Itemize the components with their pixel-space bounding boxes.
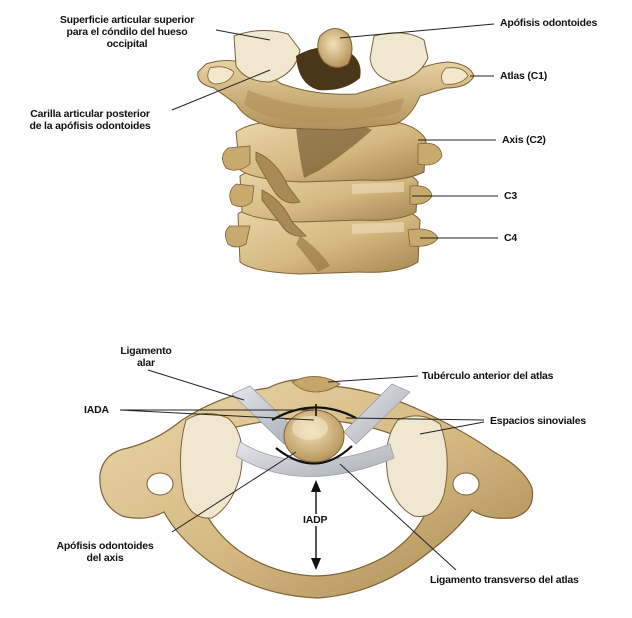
label-apofisis-odontoides: Apófisis odontoides bbox=[500, 17, 597, 29]
cervical-spine-illustration bbox=[198, 28, 474, 274]
label-superficie-articular: Superficie articular superior para el có… bbox=[32, 14, 222, 50]
label-iada: IADA bbox=[84, 404, 109, 416]
label-espacios-sinoviales: Espacios sinoviales bbox=[490, 415, 586, 427]
label-iadp: IADP bbox=[302, 514, 328, 526]
label-ligamento-alar: Ligamento alar bbox=[96, 345, 196, 369]
label-apofisis-axis: Apófisis odontoides del axis bbox=[40, 540, 170, 564]
vertebra-atlas-c1 bbox=[198, 28, 474, 130]
label-c4: C4 bbox=[504, 232, 517, 244]
label-c3: C3 bbox=[504, 190, 517, 202]
label-atlas-c1: Atlas (C1) bbox=[500, 70, 547, 82]
label-ligamento-transverso: Ligamento transverso del atlas bbox=[430, 574, 579, 586]
leader-tuberculo bbox=[328, 376, 418, 382]
leader-apofisis-odontoides bbox=[340, 24, 494, 38]
label-axis-c2: Axis (C2) bbox=[502, 134, 546, 146]
label-carilla-articular: Carilla articular posterior de la apófis… bbox=[4, 108, 176, 132]
leader-ligamento-alar bbox=[148, 370, 244, 400]
label-tuberculo-anterior: Tubérculo anterior del atlas bbox=[422, 370, 553, 382]
